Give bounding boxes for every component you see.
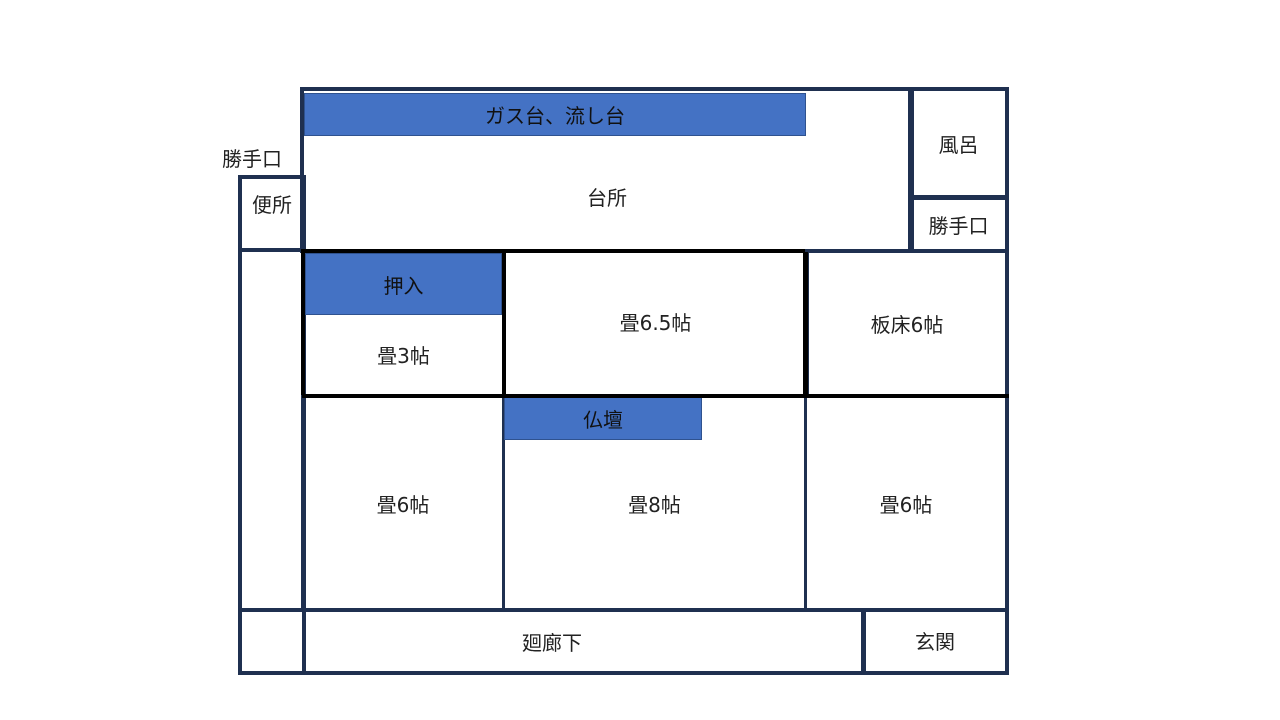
- tatami-6-5-label: 畳6.5帖: [619, 311, 692, 335]
- tatami-6-right-label: 畳6帖: [879, 493, 933, 517]
- back-door-right: 勝手口: [908, 195, 1009, 253]
- tatami-6-right: 畳6帖: [804, 395, 1009, 612]
- back-door-left-label: 勝手口: [222, 147, 282, 171]
- gas-sink-counter: ガス台、流し台: [304, 93, 806, 136]
- bath-label: 風呂: [938, 133, 979, 157]
- wood-floor-6: 板床6帖: [805, 249, 1009, 398]
- tatami-8-label: 畳8帖: [628, 493, 681, 517]
- tatami-6-left: 畳6帖: [301, 395, 505, 612]
- altar: 仏壇: [504, 397, 702, 440]
- corridor: 廻廊下: [238, 608, 866, 675]
- back-door-right-label: 勝手口: [928, 213, 989, 238]
- closet-label: 押入: [383, 273, 424, 298]
- entrance: 玄関: [861, 608, 1009, 675]
- bath: 風呂: [908, 87, 1009, 200]
- tatami-6-left-label: 畳6帖: [376, 493, 430, 517]
- closet: 押入: [305, 253, 502, 315]
- kitchen-label: 台所: [587, 185, 627, 210]
- wood-floor-6-label: 板床6帖: [870, 313, 944, 337]
- toilet: 便所: [238, 175, 306, 252]
- tatami-6-5: 畳6.5帖: [502, 249, 809, 398]
- toilet-label: 便所: [252, 193, 292, 217]
- entrance-label: 玄関: [915, 630, 955, 654]
- gas-sink-label: ガス台、流し台: [485, 104, 625, 128]
- corridor-label: 廻廊下: [522, 631, 582, 655]
- altar-label: 仏壇: [583, 408, 623, 432]
- tatami-3-label: 畳3帖: [377, 344, 430, 368]
